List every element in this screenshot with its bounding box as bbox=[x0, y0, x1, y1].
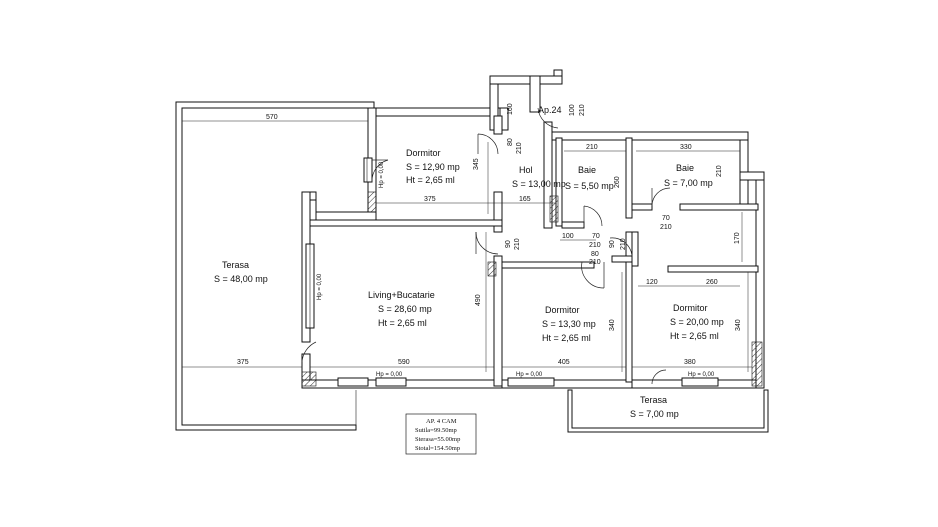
terrace-bottom-outline bbox=[567, 389, 769, 433]
dim-70-right: 70 bbox=[662, 215, 670, 222]
dim-100-stair: 100 bbox=[569, 104, 576, 116]
dim-160: 160 bbox=[507, 103, 514, 115]
room-name: Dormitor bbox=[545, 305, 580, 315]
dim-210-baie: 210 bbox=[586, 144, 598, 151]
dim-90-left: 90 bbox=[505, 240, 512, 248]
dim-260-bottom: 260 bbox=[706, 279, 718, 286]
dim-490: 490 bbox=[475, 294, 482, 306]
dim-90-right: 90 bbox=[609, 240, 616, 248]
dim-340-left: 340 bbox=[609, 319, 616, 331]
room-name: Dormitor bbox=[406, 148, 441, 158]
dim-210-hall-2: 210 bbox=[589, 259, 601, 266]
dim-405: 405 bbox=[558, 359, 570, 366]
room-area: S = 48,00 mp bbox=[214, 274, 268, 284]
room-height: Ht = 2,65 ml bbox=[670, 331, 719, 341]
window-height: Hp = 0,00 bbox=[688, 372, 715, 378]
dim-260-baie: 260 bbox=[614, 176, 621, 188]
dim-375-bottom: 375 bbox=[237, 359, 249, 366]
dim-100-hall: 100 bbox=[562, 233, 574, 240]
room-hol: Hol S = 13,00 mp bbox=[512, 165, 566, 189]
room-name: Terasa bbox=[640, 395, 667, 405]
dimension-labels: 570 375 345 165 160 80 210 100 210 210 2… bbox=[237, 103, 742, 366]
apartment-label: Ap.24 bbox=[538, 105, 562, 115]
dim-165: 165 bbox=[519, 196, 531, 203]
room-name: Terasa bbox=[222, 260, 249, 270]
room-terasa-1: Terasa S = 48,00 mp bbox=[214, 260, 268, 284]
dim-120: 120 bbox=[646, 279, 658, 286]
room-baie-1: Baie S = 5,50 mp bbox=[565, 165, 614, 191]
interior-walls bbox=[309, 115, 759, 387]
legend-title: AP. 4 CAM bbox=[426, 418, 457, 425]
legend-sterasa: Sterasa=55.00mp bbox=[415, 436, 460, 443]
window-height: Hp = 0,00 bbox=[317, 273, 323, 300]
room-area: S = 13,30 mp bbox=[542, 319, 596, 329]
window-height: Hp = 0,00 bbox=[379, 161, 385, 188]
windows bbox=[305, 157, 719, 387]
dim-330: 330 bbox=[680, 144, 692, 151]
window-height-labels: Hp = 0,00 Hp = 0,00 Hp = 0,00 Hp = 0,00 … bbox=[317, 161, 715, 378]
dim-210-baie2: 210 bbox=[716, 165, 723, 177]
room-area: S = 28,60 mp bbox=[378, 304, 432, 314]
room-name: Living+Bucatarie bbox=[368, 290, 435, 300]
room-name: Hol bbox=[519, 165, 533, 175]
legend-stotal: Stotal=154.50mp bbox=[415, 445, 460, 452]
room-area: S = 7,00 mp bbox=[664, 178, 713, 188]
room-height: Ht = 2,65 ml bbox=[378, 318, 427, 328]
room-area: S = 20,00 mp bbox=[670, 317, 724, 327]
structural-columns bbox=[301, 191, 763, 387]
room-name: Dormitor bbox=[673, 303, 708, 313]
legend-box: AP. 4 CAM Sutila=99.50mp Sterasa=55.00mp… bbox=[405, 413, 477, 455]
window-height: Hp = 0,00 bbox=[376, 372, 403, 378]
room-living: Living+Bucatarie S = 28,60 mp Ht = 2,65 … bbox=[368, 290, 435, 328]
room-area: S = 7,00 mp bbox=[630, 409, 679, 419]
window-height: Hp = 0,00 bbox=[516, 372, 543, 378]
dim-210-hall: 210 bbox=[589, 242, 601, 249]
room-area: S = 13,00 mp bbox=[512, 179, 566, 189]
dim-210-hol: 210 bbox=[516, 142, 523, 154]
dim-170: 170 bbox=[734, 232, 741, 244]
dim-80: 80 bbox=[507, 138, 514, 146]
room-height: Ht = 2,65 ml bbox=[542, 333, 591, 343]
room-baie-2: Baie S = 7,00 mp bbox=[664, 163, 713, 188]
legend-sutila: Sutila=99.50mp bbox=[415, 427, 457, 434]
dim-375-top: 375 bbox=[424, 196, 436, 203]
dim-570: 570 bbox=[266, 114, 278, 121]
doors bbox=[301, 107, 671, 385]
room-terasa-2: Terasa S = 7,00 mp bbox=[630, 395, 679, 419]
room-dormitor-1: Dormitor S = 12,90 mp Ht = 2,65 ml bbox=[406, 148, 460, 185]
dimension-lines bbox=[182, 120, 752, 372]
room-area: S = 12,90 mp bbox=[406, 162, 460, 172]
dim-590: 590 bbox=[398, 359, 410, 366]
dim-345: 345 bbox=[473, 158, 480, 170]
dim-80-hall: 80 bbox=[591, 251, 599, 258]
room-name: Baie bbox=[578, 165, 596, 175]
dim-210-left: 210 bbox=[514, 238, 521, 250]
dim-340-right: 340 bbox=[735, 319, 742, 331]
dim-380: 380 bbox=[684, 359, 696, 366]
dim-210-right-2: 210 bbox=[620, 238, 627, 250]
dim-70-hall: 70 bbox=[592, 233, 600, 240]
dim-210-right: 210 bbox=[660, 224, 672, 231]
terrace-left-outline bbox=[175, 101, 375, 431]
dim-210-stair: 210 bbox=[579, 104, 586, 116]
room-name: Baie bbox=[676, 163, 694, 173]
room-height: Ht = 2,65 ml bbox=[406, 175, 455, 185]
room-area: S = 5,50 mp bbox=[565, 181, 614, 191]
room-dormitor-3: Dormitor S = 20,00 mp Ht = 2,65 ml bbox=[670, 303, 724, 341]
room-dormitor-2: Dormitor S = 13,30 mp Ht = 2,65 ml bbox=[542, 305, 596, 343]
